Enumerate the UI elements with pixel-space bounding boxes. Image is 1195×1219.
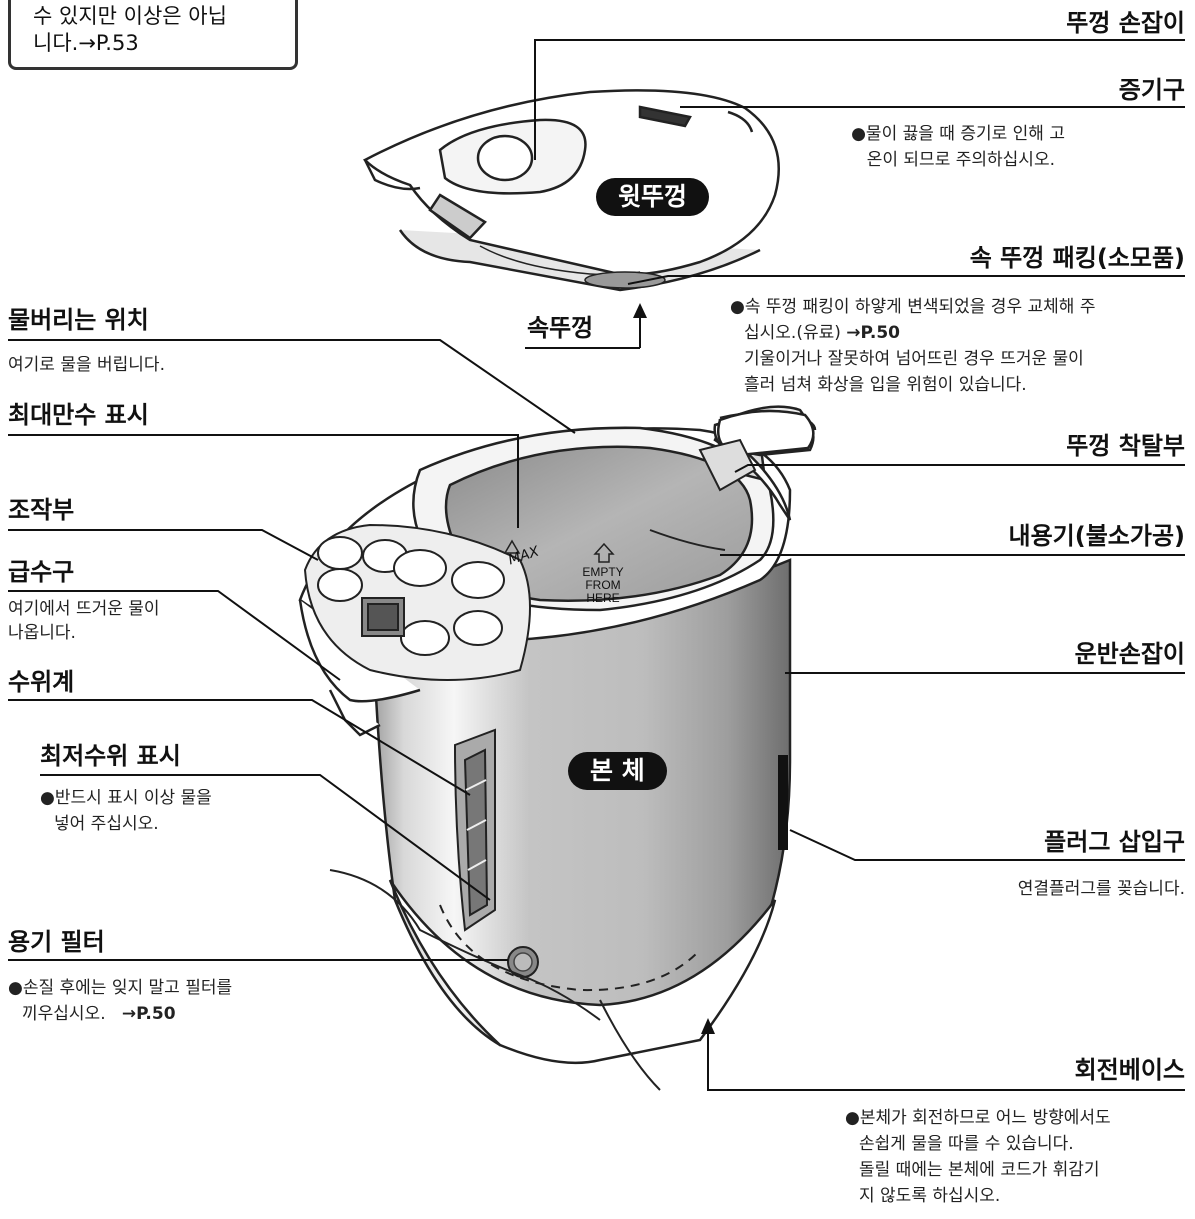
desc-line: 지 않도록 하십시오. — [859, 1186, 1001, 1206]
empty-mark-line: EMPTY — [582, 565, 624, 579]
desc-line: ●본체가 회전하므로 어느 방향에서도 — [845, 1108, 1111, 1128]
label-control-panel: 조작부 — [8, 496, 75, 524]
label-carry-handle: 운반손잡이 — [1074, 640, 1185, 668]
top-lid — [362, 89, 780, 292]
min-level-desc: ●반드시 표시 이상 물을 넣어 주십시오. — [40, 785, 212, 837]
note-box: 수 있지만 이상은 아닙 니다.→P.53 — [8, 0, 298, 70]
top-lid-badge: 윗뚜껑 — [596, 178, 710, 216]
rotating-desc: ●본체가 회전하므로 어느 방향에서도 손쉽게 물을 따를 수 있습니다. 돌릴… — [845, 1105, 1111, 1209]
note-line: 니다.→P.53 — [33, 31, 139, 55]
lid-attach-art — [698, 438, 757, 492]
arrow-up-icon — [701, 1018, 715, 1034]
drain-desc: 여기로 물을 버립니다. — [8, 355, 165, 375]
desc-line: ●반드시 표시 이상 물을 — [40, 788, 212, 808]
control-panel-art — [303, 523, 531, 681]
leader-lines — [8, 39, 1185, 1091]
spout-desc: 여기에서 뜨거운 물이 나옵니다. — [8, 597, 160, 645]
page-ref: →P.50 — [121, 1004, 176, 1024]
desc-line: 손쉽게 물을 따를 수 있습니다. — [859, 1134, 1074, 1154]
label-steam-vent: 증기구 — [1118, 76, 1185, 104]
label-inner-lid: 속뚜껑 — [527, 314, 594, 342]
desc-line: 온이 되므로 주의하십시오. — [866, 150, 1055, 170]
label-min-level: 최저수위 표시 — [40, 742, 181, 770]
label-drain-position: 물버리는 위치 — [8, 306, 149, 334]
label-water-gauge: 수위계 — [8, 668, 75, 696]
empty-mark-line: FROM — [585, 578, 621, 592]
label-lid-handle: 뚜껑 손잡이 — [1066, 9, 1185, 37]
desc-line: 넣어 주십시오. — [54, 814, 159, 834]
desc-line: 흘러 넘쳐 화상을 입을 위험이 있습니다. — [744, 375, 1027, 395]
label-inner-container: 내용기(불소가공) — [1008, 522, 1186, 550]
label-inner-lid-packing: 속 뚜껑 패킹(소모품) — [969, 244, 1185, 272]
packing-desc: ●속 뚜껑 패킹이 하얗게 변색되었을 경우 교체해 주 십시오.(유료) →P… — [730, 294, 1095, 398]
steam-desc: ●물이 끓을 때 증기로 인해 고 온이 되므로 주의하십시오. — [851, 121, 1065, 173]
empty-mark-text: EMPTY FROM HERE — [572, 566, 634, 605]
desc-line: ●속 뚜껑 패킹이 하얗게 변색되었을 경우 교체해 주 — [730, 297, 1096, 317]
empty-arrow-icon — [593, 542, 615, 563]
desc-line: 기울이거나 잘못하여 넘어뜨린 경우 뜨거운 물이 — [744, 349, 1084, 369]
desc-line: 나옵니다. — [8, 623, 76, 643]
label-max-mark: 최대만수 표시 — [8, 401, 149, 429]
label-lid-attach: 뚜껑 착탈부 — [1066, 432, 1185, 460]
body-badge: 본 체 — [568, 752, 667, 790]
empty-mark-line: HERE — [586, 591, 620, 605]
lid-packing-ring — [584, 271, 666, 289]
page-ref: →P.50 — [846, 323, 900, 343]
max-triangle-icon — [503, 539, 521, 554]
label-rotating-base: 회전베이스 — [1074, 1056, 1185, 1084]
desc-line: 십시오.(유료) — [744, 323, 841, 343]
desc-line: 여기에서 뜨거운 물이 — [8, 599, 160, 619]
desc-line: ●손질 후에는 잊지 말고 필터를 — [8, 978, 233, 998]
desc-line: ●물이 끓을 때 증기로 인해 고 — [851, 124, 1065, 144]
water-gauge-window — [453, 728, 496, 932]
desc-line: 끼우십시오. — [22, 1004, 106, 1024]
label-plug-inlet: 플러그 삽입구 — [1044, 828, 1185, 856]
plug-desc: 연결플러그를 꽂습니다. — [1017, 879, 1185, 899]
label-spout: 급수구 — [8, 558, 75, 586]
arrow-up-icon — [633, 303, 647, 318]
label-filter: 용기 필터 — [8, 928, 105, 956]
note-line: 수 있지만 이상은 아닙 — [33, 4, 227, 28]
filter-desc: ●손질 후에는 잊지 말고 필터를 끼우십시오. →P.50 — [8, 975, 232, 1027]
desc-line: 돌릴 때에는 본체에 코드가 휘감기 — [859, 1160, 1100, 1180]
